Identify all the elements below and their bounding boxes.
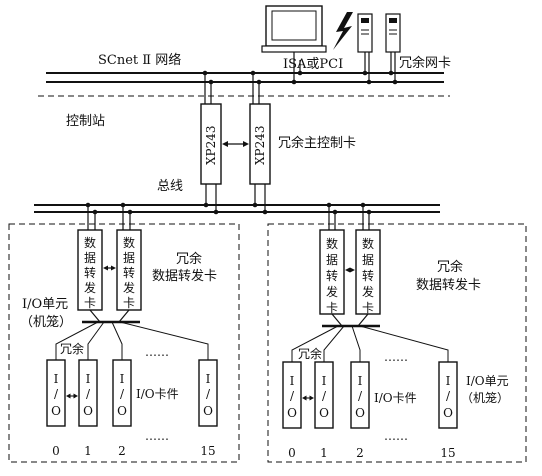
right-io0-g0: I <box>290 374 295 388</box>
right-io-card-0 <box>282 361 302 429</box>
right-cabinet-boundary <box>267 223 527 463</box>
right-fb-0: 数 <box>362 236 374 251</box>
left-ellipsis-bottom: …… <box>145 429 169 443</box>
left-fb-1: 据 <box>123 251 135 265</box>
left-io-card-label: I/O卡件 <box>136 387 179 401</box>
left-io0-g1: / <box>54 387 59 401</box>
left-io-unit-1: I/O单元 <box>22 297 68 312</box>
right-slot-0: 0 <box>288 446 296 460</box>
workstation-icon <box>261 5 327 60</box>
main-card-label: 冗余主控制卡 <box>278 135 356 151</box>
left-fa-1: 据 <box>84 251 96 265</box>
left-fa-4: 卡 <box>84 296 96 310</box>
terminal-icon-a <box>357 13 373 53</box>
left-io0-g2: O <box>51 404 61 418</box>
right-fb-4: 卡 <box>362 301 374 315</box>
left-io-card-0 <box>46 359 66 427</box>
right-io-unit-1: I/O单元 <box>466 374 509 388</box>
right-io-unit-2: （机笼） <box>461 390 509 405</box>
left-io2-g0: I <box>120 372 125 386</box>
left-io-unit-2: （机笼） <box>20 314 72 330</box>
left-cabinet-boundary <box>8 223 240 463</box>
right-io-card-label: I/O卡件 <box>374 391 417 405</box>
left-ellipsis-top: …… <box>145 345 169 359</box>
right-redundant-label-2: 数据转发卡 <box>416 277 481 293</box>
right-redundant-label-1: 冗余 <box>437 259 463 275</box>
right-io1-g2: O <box>319 406 329 420</box>
left-slot-1: 1 <box>84 444 92 458</box>
right-fa-4: 卡 <box>326 301 338 315</box>
right-io2-g2: O <box>355 406 365 420</box>
network-name: SCnet Ⅱ 网络 <box>98 52 181 68</box>
right-io1-g0: I <box>322 374 327 388</box>
left-io15-g1: / <box>206 387 211 401</box>
right-slot-15: 15 <box>440 446 455 460</box>
main-card-b-label: XP243 <box>253 125 267 165</box>
right-io2-g0: I <box>358 374 363 388</box>
left-io-card-15 <box>198 359 218 427</box>
left-io1-g1: / <box>86 387 91 401</box>
right-fb-3: 发 <box>362 284 374 299</box>
right-slot-1: 1 <box>320 446 328 460</box>
right-ellipsis-bottom: …… <box>384 429 408 443</box>
left-io-card-2 <box>112 359 132 427</box>
right-io-card-2 <box>350 361 370 429</box>
left-io1-g2: O <box>83 404 93 418</box>
terminal-icon-b <box>385 13 401 53</box>
left-io0-g0: I <box>54 372 59 386</box>
redundant-nic-label: 冗余网卡 <box>399 55 451 71</box>
left-slot-0: 0 <box>52 444 60 458</box>
left-redundant-label-2: 数据转发卡 <box>152 268 217 284</box>
left-fb-4: 卡 <box>123 296 135 310</box>
right-slot-2: 2 <box>356 446 364 460</box>
left-forward-card-b <box>116 229 142 311</box>
left-io2-g2: O <box>117 404 127 418</box>
right-fa-2: 转 <box>326 268 338 283</box>
right-io2-g1: / <box>358 389 363 403</box>
left-io-card-1 <box>78 359 98 427</box>
right-io15-g0: I <box>446 374 451 388</box>
left-fb-2: 转 <box>123 265 135 280</box>
right-io1-g1: / <box>322 389 327 403</box>
right-io15-g1: / <box>446 389 451 403</box>
right-io15-g2: O <box>443 406 453 420</box>
right-forward-card-a <box>319 229 345 315</box>
left-fb-0: 数 <box>123 235 135 250</box>
right-fa-1: 据 <box>326 253 338 267</box>
right-io-card-1 <box>314 361 334 429</box>
right-fb-2: 转 <box>362 268 374 283</box>
station-label: 控制站 <box>66 114 105 129</box>
right-fa-0: 数 <box>326 236 338 251</box>
lightning-icon <box>333 12 353 50</box>
right-io0-g1: / <box>290 389 295 403</box>
right-fb-1: 据 <box>362 253 374 267</box>
left-slot-15: 15 <box>200 444 215 458</box>
left-io15-g0: I <box>206 372 211 386</box>
right-io0-g2: O <box>287 406 297 420</box>
left-slot-2: 2 <box>118 444 126 458</box>
left-fb-3: 发 <box>123 280 135 295</box>
bus-label: 总线 <box>157 179 183 194</box>
left-fa-0: 数 <box>84 235 96 250</box>
left-fa-2: 转 <box>84 265 96 280</box>
isa-pci-label: ISA或PCI <box>283 57 343 72</box>
right-io-card-15 <box>438 361 458 429</box>
left-redundant-small: 冗余 <box>60 341 84 356</box>
right-redundant-small: 冗余 <box>298 346 322 361</box>
left-redundant-label-1: 冗余 <box>176 251 202 267</box>
right-ellipsis-top: …… <box>384 350 408 364</box>
main-controller-card-b <box>249 103 271 185</box>
main-card-a-label: XP243 <box>204 125 218 165</box>
left-io15-g2: O <box>203 404 213 418</box>
left-io2-g1: / <box>120 387 125 401</box>
left-fa-3: 发 <box>84 280 96 295</box>
right-fa-3: 发 <box>326 284 338 299</box>
main-controller-card-a <box>200 103 222 185</box>
left-io1-g0: I <box>86 372 91 386</box>
right-forward-card-b <box>355 229 381 315</box>
